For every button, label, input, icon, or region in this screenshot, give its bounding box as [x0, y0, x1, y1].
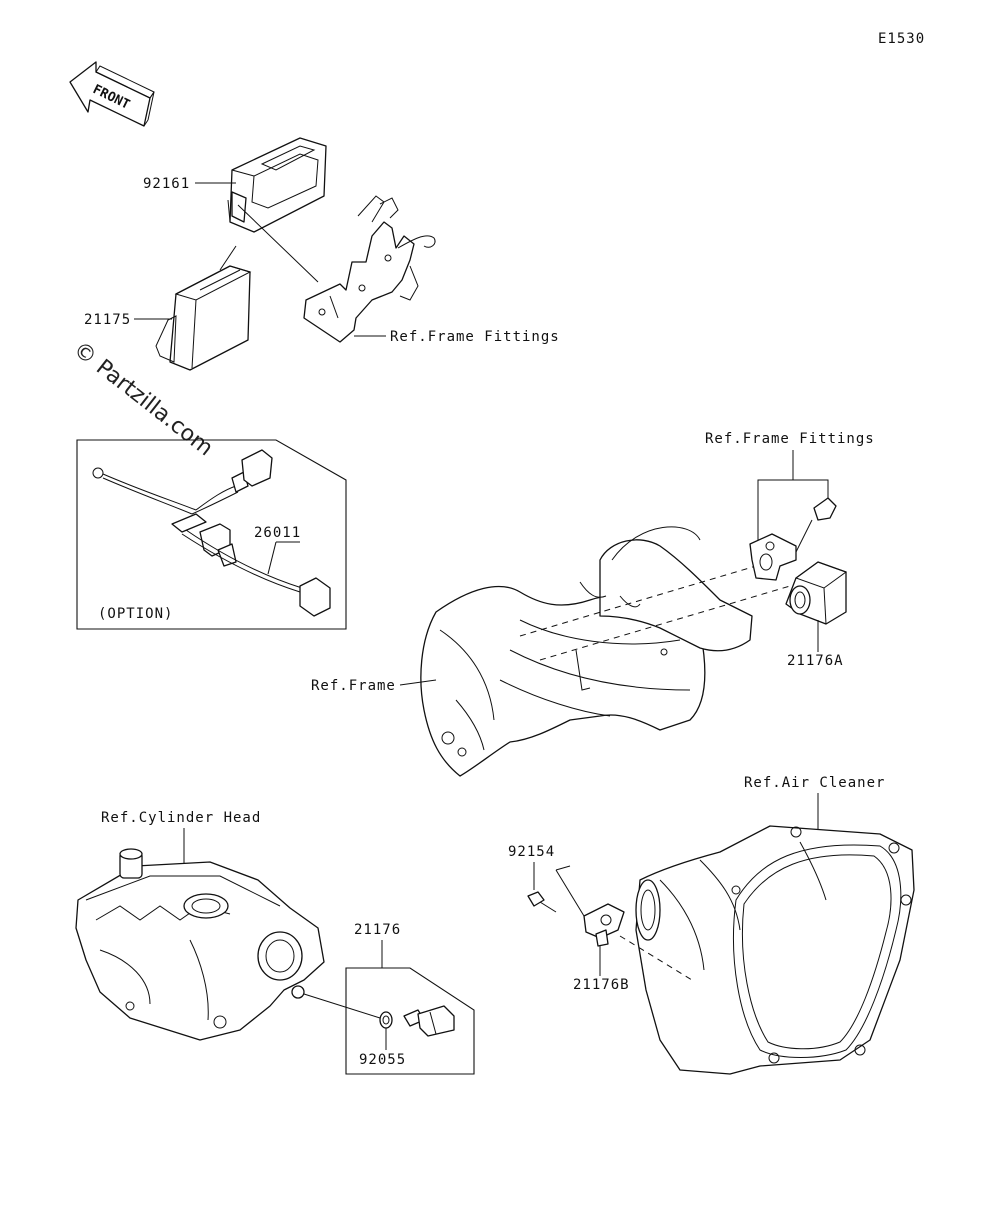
ref-frame-fittings-right: Ref.Frame Fittings [705, 431, 875, 447]
ref-air-cleaner: Ref.Air Cleaner [744, 775, 885, 791]
o-ring-92055 [379, 1011, 393, 1029]
frame-fittings-upper [303, 195, 436, 343]
ecu-holder-92161 [227, 137, 327, 233]
temp-sensor-21176 [403, 1005, 455, 1037]
harness-26011 [92, 449, 331, 617]
cylinder-head [75, 848, 325, 1041]
part-number-21175: 21175 [84, 312, 131, 328]
ref-frame: Ref.Frame [311, 678, 396, 694]
ref-frame-fittings-upper: Ref.Frame Fittings [390, 329, 560, 345]
ref-cylinder-head: Ref.Cylinder Head [101, 810, 261, 826]
option-label: (OPTION) [98, 606, 173, 622]
pressure-sensor-21176A [785, 561, 848, 625]
sensor-21176B [583, 903, 625, 947]
bolt-92154 [527, 891, 557, 913]
air-cleaner [635, 825, 915, 1075]
part-number-21176: 21176 [354, 922, 401, 938]
frame-fittings-right [749, 497, 837, 581]
part-number-92055: 92055 [359, 1052, 406, 1068]
part-number-26011: 26011 [254, 525, 301, 541]
sensor-box-21176 [345, 967, 475, 1075]
part-number-92161: 92161 [143, 176, 190, 192]
part-number-21176A: 21176A [787, 653, 844, 669]
front-arrow-icon: FRONT [69, 61, 155, 127]
part-number-92154: 92154 [508, 844, 555, 860]
part-number-21176B: 21176B [573, 977, 630, 993]
frame-dash-1 [519, 565, 757, 637]
air-cleaner-dash [619, 935, 693, 981]
option-box [76, 439, 347, 630]
diagram-code: E1530 [878, 31, 925, 47]
ecu-unit-21175 [155, 265, 252, 371]
main-frame [420, 526, 753, 777]
